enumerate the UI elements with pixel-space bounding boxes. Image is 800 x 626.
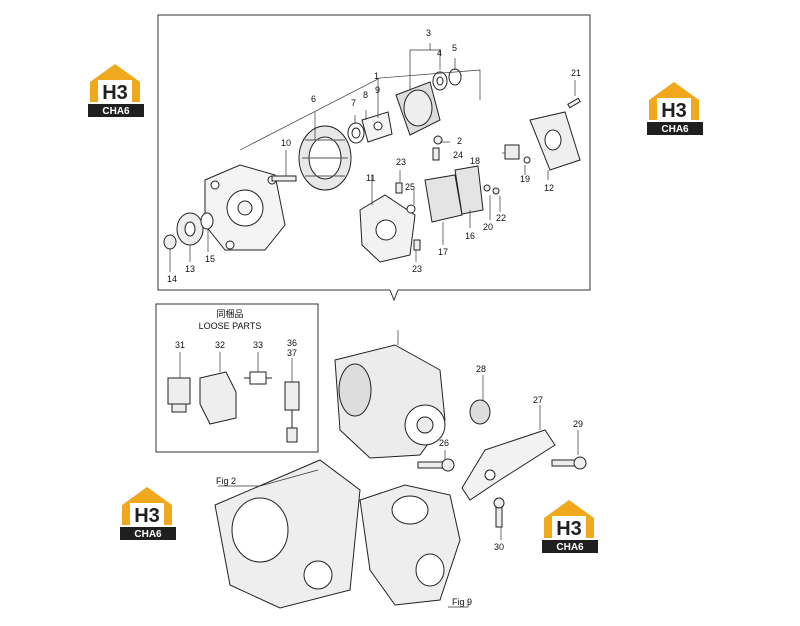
- watermark-logo-left-bottom: H3 CHA6: [120, 487, 176, 540]
- watermark-text: H3: [661, 100, 687, 122]
- watermark-subtext: CHA6: [556, 542, 584, 553]
- fig2-ref: Fig 2: [216, 476, 236, 486]
- callout-labels: 1 2 3 4 5 6 7 8 9 10 11 12 13 14 15 16 1…: [167, 28, 583, 607]
- screw-23b: [413, 239, 421, 251]
- bolt-21: [567, 97, 581, 109]
- watermark-subtext: CHA6: [102, 106, 130, 117]
- callout-16: 16: [465, 231, 475, 241]
- pulley-13: [176, 212, 204, 246]
- callout-15: 15: [205, 254, 215, 264]
- gear-case-fig2: [214, 459, 361, 609]
- callout-37: 37: [287, 348, 297, 358]
- callout-6: 6: [311, 94, 316, 104]
- watermark-logo-right-top: H3 CHA6: [647, 82, 703, 135]
- callout-23b: 23: [412, 264, 422, 274]
- callout-10: 10: [281, 138, 291, 148]
- callout-33: 33: [253, 340, 263, 350]
- callout-20: 20: [483, 222, 493, 232]
- stator-coil: [298, 125, 352, 191]
- callout-21: 21: [571, 68, 581, 78]
- watermark-text: H3: [134, 505, 160, 527]
- bracket-27: [461, 429, 556, 501]
- lower-leader-lines: [218, 330, 579, 608]
- callout-2: 2: [457, 136, 462, 146]
- callout-14: 14: [167, 274, 177, 284]
- screw-20: [483, 184, 491, 192]
- exploded-view-frame: [157, 14, 591, 291]
- callout-31: 31: [175, 340, 185, 350]
- watermark-logo-right-bottom: H3 CHA6: [542, 500, 598, 553]
- watermark-subtext: CHA6: [661, 124, 689, 135]
- washer-19: [523, 156, 531, 164]
- callout-28: 28: [476, 364, 486, 374]
- callout-4: 4: [437, 48, 442, 58]
- callout-9: 9: [375, 85, 380, 95]
- shaft-10: [271, 175, 297, 182]
- callout-29: 29: [573, 419, 583, 429]
- plate-8: [361, 111, 393, 143]
- callout-5: 5: [452, 43, 457, 53]
- callout-36: 36: [287, 338, 297, 348]
- callout-32: 32: [215, 340, 225, 350]
- callout-22: 22: [496, 213, 506, 223]
- callout-30: 30: [494, 542, 504, 552]
- callout-19: 19: [520, 174, 530, 184]
- water-pump-fig9: [359, 484, 461, 606]
- loose-part-33: [244, 371, 272, 385]
- loose-leader-lines: [179, 352, 293, 382]
- bearing-4: [432, 71, 448, 91]
- callout-17: 17: [438, 247, 448, 257]
- loose-part-36-37: [284, 381, 300, 443]
- watermark-logo-left-top: H3 CHA6: [88, 64, 144, 117]
- alternator-front-housing: [204, 164, 286, 251]
- callout-26: 26: [439, 438, 449, 448]
- callout-18: 18: [470, 156, 480, 166]
- bolt-30: [493, 497, 505, 528]
- callout-1: 1: [374, 71, 379, 81]
- bolt-26: [417, 458, 455, 472]
- leader-lines: [169, 43, 576, 272]
- callout-23a: 23: [396, 157, 406, 167]
- washer-25: [406, 204, 416, 214]
- spacer-28: [469, 399, 491, 425]
- loose-parts-title-jp: 同梱品: [216, 308, 243, 319]
- bolt-29: [551, 456, 587, 470]
- callout-13: 13: [185, 264, 195, 274]
- rotor-3: [395, 81, 441, 136]
- fig9-ref: Fig 9: [452, 597, 472, 607]
- loose-parts-frame: [155, 303, 319, 453]
- screw-23a: [395, 182, 403, 194]
- brush-holder-16: [454, 165, 484, 215]
- screw-22: [492, 187, 500, 195]
- bolt-2: [433, 135, 443, 145]
- callout-8: 8: [363, 90, 368, 100]
- end-cover-12: [529, 111, 581, 171]
- callout-7: 7: [351, 98, 356, 108]
- bearing-7: [347, 122, 365, 144]
- loose-part-31: [167, 377, 191, 413]
- watermark-text: H3: [102, 82, 128, 104]
- alternator-assembly: [334, 344, 446, 459]
- terminal-18: [504, 144, 520, 160]
- callout-3: 3: [426, 28, 431, 38]
- nut-14: [163, 234, 177, 250]
- watermark-subtext: CHA6: [134, 529, 162, 540]
- pin-24: [432, 147, 440, 161]
- regulator-17: [424, 174, 463, 223]
- rear-housing-11: [359, 194, 416, 263]
- collar-15: [200, 212, 214, 230]
- callout-27: 27: [533, 395, 543, 405]
- loose-parts-title-en: LOOSE PARTS: [199, 321, 262, 331]
- watermark-text: H3: [556, 518, 582, 540]
- callout-11: 11: [366, 173, 375, 183]
- callout-24: 24: [453, 150, 463, 160]
- callout-25: 25: [405, 182, 415, 192]
- frame-pointer: [389, 289, 399, 302]
- callout-12: 12: [544, 183, 554, 193]
- loose-part-32: [199, 371, 237, 425]
